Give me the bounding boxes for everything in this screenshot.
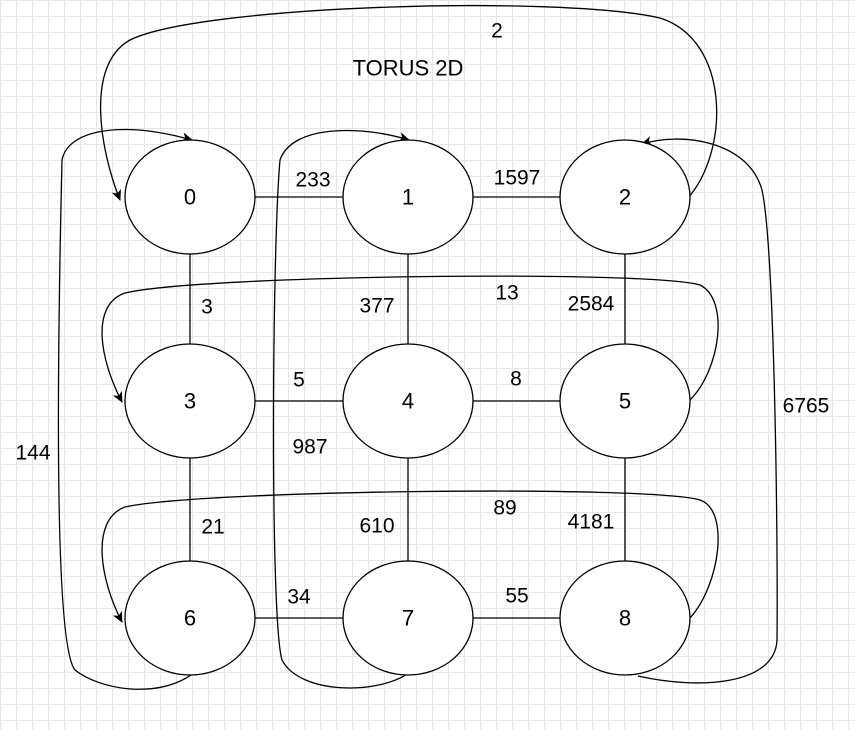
edge-label-5-3: 13 xyxy=(495,282,518,305)
edge-label-0-1: 233 xyxy=(295,169,330,192)
edge-label-0-3: 3 xyxy=(201,296,213,319)
edge-label-6-0: 144 xyxy=(15,442,50,465)
node-label: 4 xyxy=(402,389,414,414)
edge-7-1-wrap xyxy=(272,129,411,689)
node-2[interactable]: 2 xyxy=(559,139,691,255)
node-label: 2 xyxy=(619,185,631,210)
edge-6-0-wrap xyxy=(57,129,196,690)
node-label: 0 xyxy=(184,185,196,210)
edge-labels: 233 1597 5 8 34 55 3 377 2584 21 610 418… xyxy=(15,20,829,609)
node-label: 5 xyxy=(619,389,631,414)
edge-label-8-2: 6765 xyxy=(783,395,830,418)
edge-2-0-wrap xyxy=(99,4,718,201)
edge-label-5-8: 4181 xyxy=(568,511,615,534)
edge-8-2-wrap xyxy=(637,136,778,684)
node-0[interactable]: 0 xyxy=(124,139,256,255)
node-6[interactable]: 6 xyxy=(124,560,256,676)
node-1[interactable]: 1 xyxy=(342,139,474,255)
edge-label-6-7: 34 xyxy=(287,586,311,609)
edge-label-7-1: 987 xyxy=(292,436,327,459)
node-label: 3 xyxy=(184,389,196,414)
node-5[interactable]: 5 xyxy=(559,343,691,459)
edge-label-1-4: 377 xyxy=(359,295,394,318)
edge-label-4-5: 8 xyxy=(510,368,522,391)
nodes: 0 1 2 3 4 5 6 7 xyxy=(124,139,691,676)
node-8[interactable]: 8 xyxy=(559,560,691,676)
wrap-edges xyxy=(57,4,778,690)
node-3[interactable]: 3 xyxy=(124,343,256,459)
edge-label-1-2: 1597 xyxy=(494,167,541,190)
edge-label-2-5: 2584 xyxy=(568,293,615,316)
edge-label-3-6: 21 xyxy=(201,516,224,539)
edge-8-6-wrap xyxy=(101,490,719,623)
node-label: 6 xyxy=(184,606,196,631)
node-label: 7 xyxy=(402,606,414,631)
edge-label-7-8: 55 xyxy=(505,585,528,608)
node-7[interactable]: 7 xyxy=(342,560,474,676)
edge-label-3-4: 5 xyxy=(293,369,305,392)
edge-label-4-7: 610 xyxy=(359,515,394,538)
edge-label-8-6: 89 xyxy=(493,497,516,520)
node-label: 8 xyxy=(619,606,631,631)
node-4[interactable]: 4 xyxy=(342,343,474,459)
node-label: 1 xyxy=(402,185,414,210)
edge-label-2-0: 2 xyxy=(491,20,503,43)
grid-edges xyxy=(189,196,626,619)
diagram-title: TORUS 2D xyxy=(353,56,464,81)
edge-5-3-wrap xyxy=(101,275,719,403)
